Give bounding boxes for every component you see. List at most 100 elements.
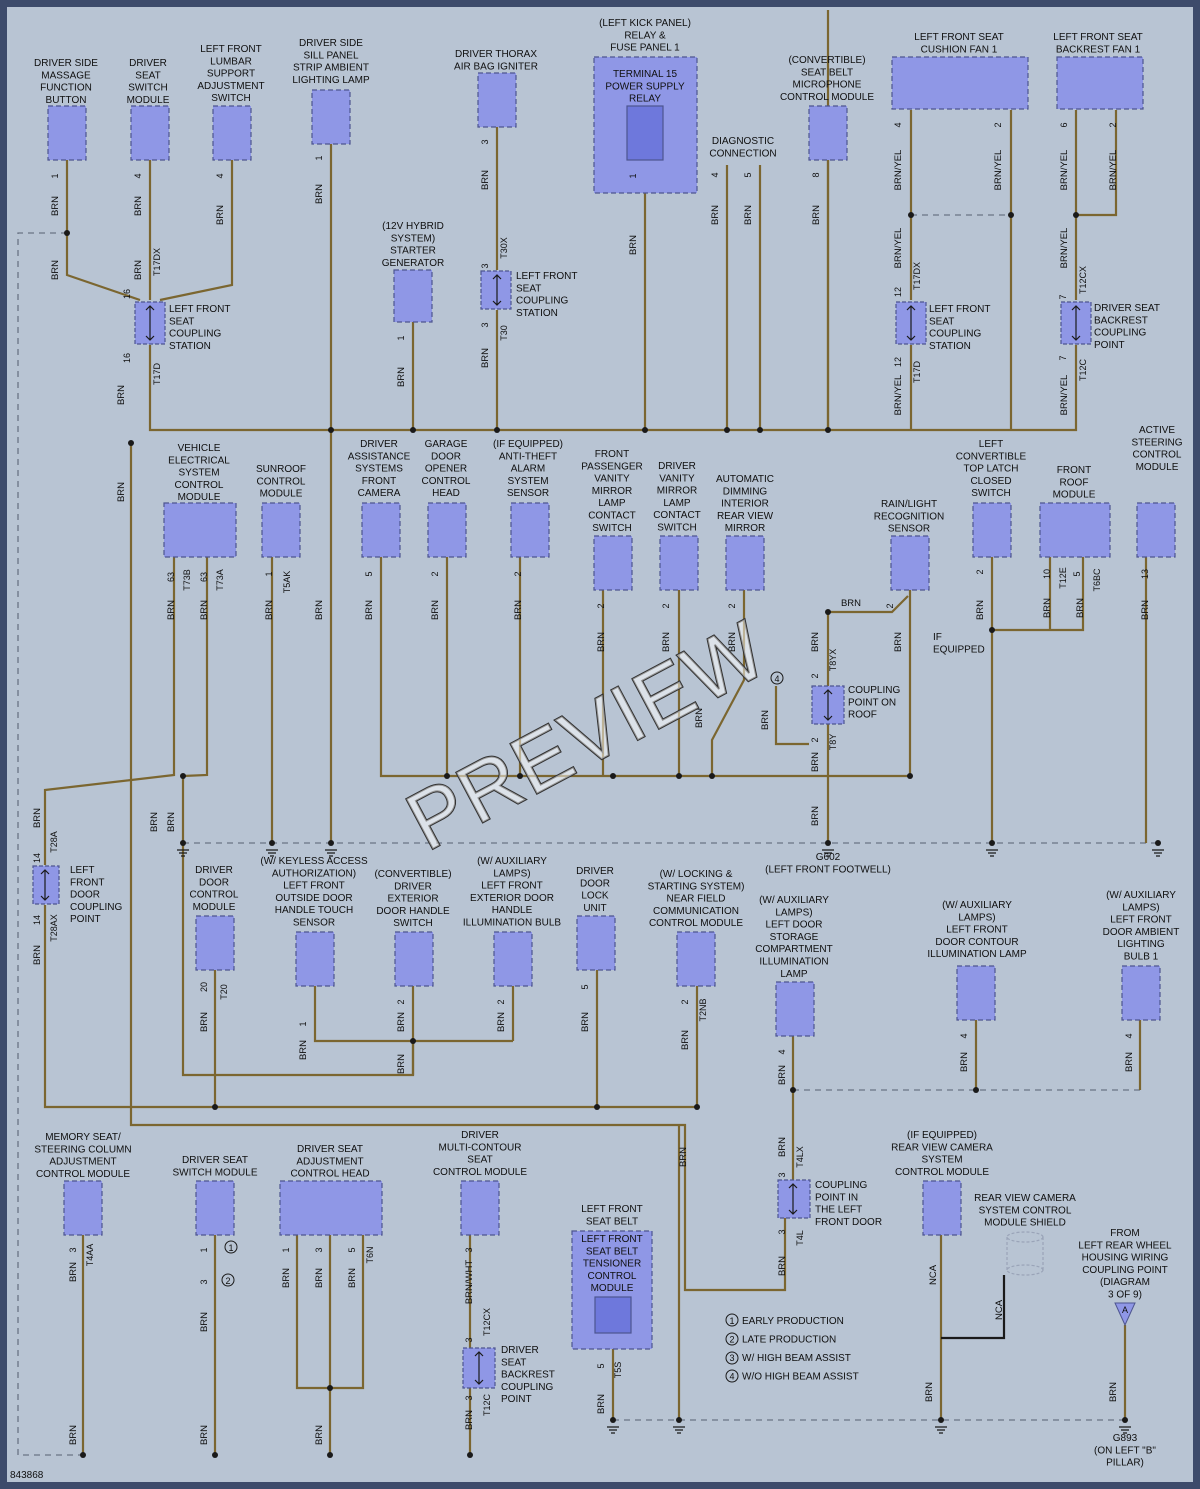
- pin-label: 2: [430, 571, 440, 576]
- legend-text: LATE PRODUCTION: [742, 1335, 836, 1346]
- pin-label: 5: [596, 1363, 606, 1368]
- wire-label: BRN: [810, 752, 821, 772]
- wire-label: BRN: [215, 205, 226, 225]
- coupling-t30-box: [480, 270, 512, 310]
- pin-label: 3: [777, 1229, 787, 1234]
- pin-label: 63: [166, 572, 176, 582]
- pin-label: T5S: [613, 1362, 623, 1379]
- door-lock-box: [576, 915, 616, 971]
- wire-label: BRN: [314, 1425, 325, 1445]
- sill-lamp-box: [311, 89, 351, 145]
- pin-label: 2: [513, 571, 523, 576]
- wire-label: BRN: [628, 235, 639, 255]
- wire-label: BRN: [32, 808, 43, 828]
- wire-label: BRN: [314, 600, 325, 620]
- pin-label: T2NB: [698, 998, 708, 1021]
- pin-label: T17D: [912, 360, 922, 383]
- wire-label-brn-yel: BRN/YEL: [993, 150, 1004, 191]
- nfc-box: [676, 931, 716, 987]
- pin-label: 4: [777, 1049, 787, 1054]
- pin-label: T8Y: [828, 734, 838, 751]
- pin-label: T28A: [49, 831, 59, 853]
- pin-label: 4: [710, 172, 720, 177]
- pin-label: 2: [680, 999, 690, 1004]
- legend-number: 4: [729, 1372, 734, 1382]
- pin-label: 12: [893, 287, 903, 297]
- wire-label: BRN: [396, 367, 407, 387]
- pin-label: 2: [810, 673, 820, 678]
- drv-vanity-box: [659, 535, 699, 591]
- wire-label: BRN: [924, 1382, 935, 1402]
- pass-vanity-box: [593, 535, 633, 591]
- pin-label: 5: [580, 984, 590, 989]
- legend-number: 1: [729, 1316, 734, 1326]
- front-roof-box: [1039, 502, 1111, 558]
- wire-label: BRN: [959, 1052, 970, 1072]
- contour-lamp-box: [956, 965, 996, 1021]
- pin-label: T12C: [482, 1393, 492, 1416]
- wire-label: BRN: [811, 205, 822, 225]
- wire-label: BRN: [50, 260, 61, 280]
- pin-label: 5: [743, 172, 753, 177]
- pin-label: 13: [1140, 569, 1150, 579]
- pin-label: 7: [1058, 294, 1068, 299]
- wire-label: BRN: [893, 632, 904, 652]
- pin-label: 2: [993, 122, 1003, 127]
- pin-label: 20: [199, 982, 209, 992]
- handle-bulb-box: [493, 931, 533, 987]
- wire-label: BRN: [727, 632, 738, 652]
- lumbar-switch-box: [212, 105, 252, 161]
- wire-label: BRN: [116, 482, 127, 502]
- connector-marker-A: [1114, 1302, 1136, 1327]
- rain-sensor-box: [890, 535, 930, 591]
- coupling-arrows: [40, 274, 1081, 1385]
- wire-label: BRN: [166, 812, 177, 832]
- wires: [43, 10, 1148, 1455]
- pin-label: 3: [480, 322, 490, 327]
- legend-number: 2: [729, 1335, 734, 1345]
- pin-label: T6N: [365, 1246, 375, 1263]
- wire-label: BRN: [513, 600, 524, 620]
- legend-circles: [221, 671, 784, 1383]
- wire-label-brn-yel: BRN/YEL: [893, 228, 904, 269]
- terminal-15-relay-box: [626, 105, 664, 161]
- pin-label: 63: [199, 572, 209, 582]
- wire-label-nca: NCA: [994, 1299, 1005, 1320]
- wire-label: BRN: [760, 710, 771, 730]
- top-latch-box: [972, 502, 1012, 558]
- pin-label: T4AA: [85, 1244, 95, 1267]
- pin-label: 6: [1059, 122, 1069, 127]
- pin-label: T4L: [795, 1230, 805, 1246]
- pin-label: T73B: [182, 569, 192, 591]
- pin-label: 5: [1072, 571, 1082, 576]
- wire-label: BRN: [743, 205, 754, 225]
- wire-label: BRN: [480, 170, 491, 190]
- pin-label: T12CX: [1078, 266, 1088, 294]
- wire-label: BRN: [1124, 1052, 1135, 1072]
- pin-label: 1: [396, 335, 406, 340]
- pin-label: T20: [219, 984, 229, 1000]
- wire-label-nca: NCA: [928, 1264, 939, 1285]
- das-camera-box: [361, 502, 401, 558]
